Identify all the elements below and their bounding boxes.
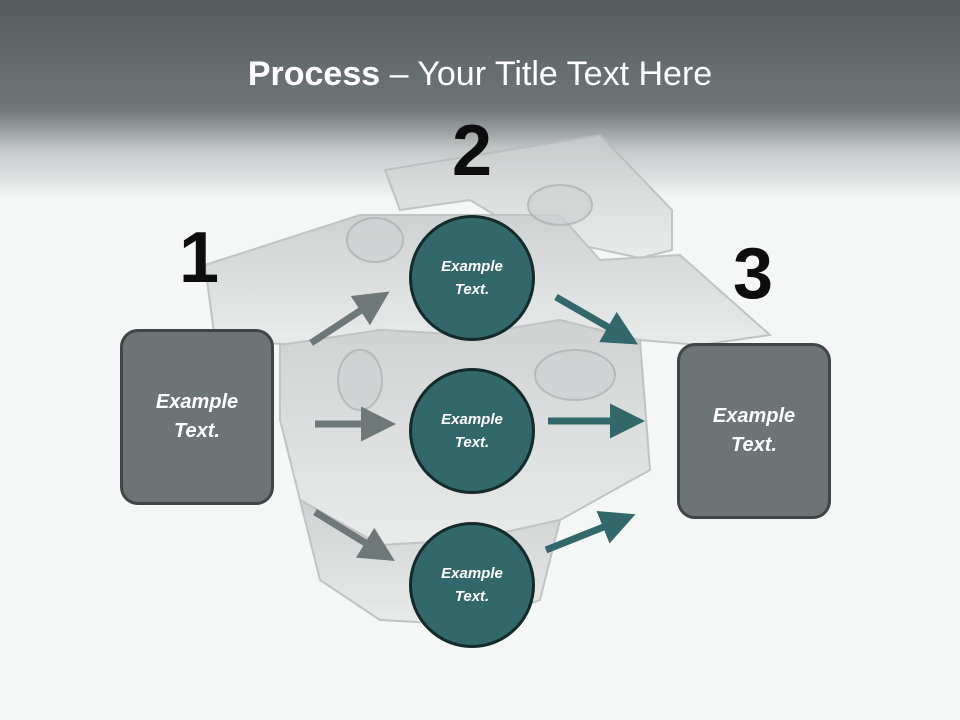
step-number-2: 2 xyxy=(451,111,493,191)
arrow-to-circle-1 xyxy=(309,291,390,346)
circle-2-label: Example Text. xyxy=(441,411,503,451)
process-circle-3: Example Text. xyxy=(409,522,535,648)
page-title: Process – Your Title Text Here xyxy=(0,52,960,96)
arrow-from-circle-3 xyxy=(544,510,636,554)
left-box-label: Example Text. xyxy=(155,391,239,442)
title-regular: – Your Title Text Here xyxy=(380,55,713,93)
process-circle-1: Example Text. xyxy=(409,215,535,341)
circle-3-label: Example Text. xyxy=(441,565,503,605)
right-process-box: Example Text. xyxy=(677,343,831,519)
title-bold: Process xyxy=(247,55,381,93)
step-number-1: 1 xyxy=(178,218,220,298)
circle-1-label: Example Text. xyxy=(441,258,503,298)
right-box-label: Example Text. xyxy=(712,405,796,456)
step-number-3: 3 xyxy=(732,234,774,314)
arrow-from-circle-1 xyxy=(554,293,639,345)
arrow-to-circle-3 xyxy=(313,509,395,561)
process-circle-2: Example Text. xyxy=(409,368,535,494)
left-process-box: Example Text. xyxy=(120,329,274,505)
